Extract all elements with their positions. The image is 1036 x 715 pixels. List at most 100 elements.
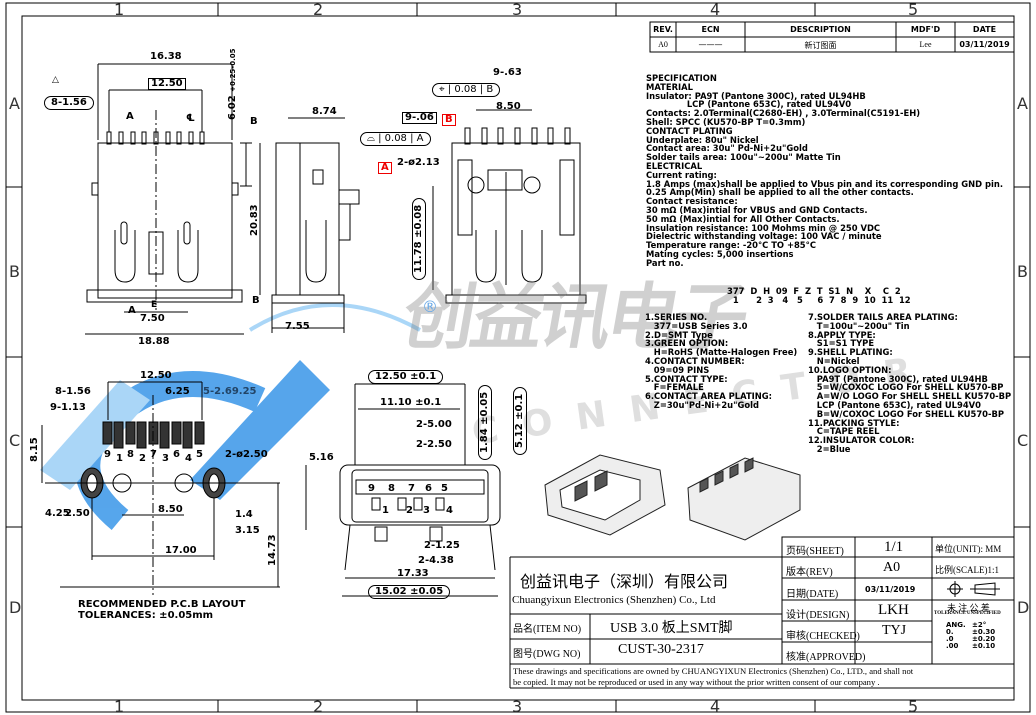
part-number-index: 1 2 3 4 5 6 7 8 9 10 11 12 (727, 295, 911, 305)
grid-col-1-bottom: 1 (114, 697, 125, 715)
dim-label: 17.33 (397, 568, 429, 579)
iso-view-2 (687, 457, 801, 541)
dim-label: 16.38 (150, 51, 182, 62)
rev-cell: Lee (919, 40, 932, 49)
tol-val: ±0.30 (972, 628, 996, 636)
item-label: 品名(ITEM NO) (513, 624, 582, 635)
tolerance-value: 0.08 (384, 133, 407, 144)
dim-tol-plus: +0.25 (229, 68, 237, 92)
position-icon: ⌖ (439, 84, 445, 95)
company-name-cn: 创益讯电子（深圳）有限公司 (520, 574, 729, 591)
section-label: B (252, 295, 260, 306)
title-block-lines (509, 536, 1015, 689)
tolerance-table: ANG.±2° 0.±0.30 .0±0.20 .00±0.10 (946, 622, 995, 650)
dim-label: 4.25 (45, 508, 70, 519)
date-label: 日期(DATE) (786, 589, 839, 600)
tol-val: ±2° (972, 621, 987, 629)
grid-row-c: C (9, 431, 21, 450)
design-label: 设计(DESIGN) (786, 610, 850, 621)
pin-number: 6 (425, 483, 432, 494)
front-view (85, 63, 252, 335)
dim-label: 15.02 ±0.05 (368, 585, 451, 599)
grid-col-3: 3 (512, 0, 523, 19)
grid-col-2-bottom: 2 (313, 697, 324, 715)
face-view (305, 383, 501, 597)
pin-number: 3 (423, 505, 430, 516)
tol-key: 0. (946, 628, 954, 636)
pin-number: 7 (150, 449, 157, 460)
dim-label-vertical: 11.78 ±0.08 (412, 197, 426, 280)
pin-number: 3 (162, 453, 169, 464)
pin-number: 8 (127, 449, 134, 460)
grid-col-5-bottom: 5 (908, 697, 919, 715)
grid-row-d-right: D (1017, 598, 1030, 617)
grid-row-a: A (9, 94, 20, 113)
rev-cell: A0 (658, 40, 668, 49)
dim-label: 8.50 (496, 101, 521, 112)
front-pins (106, 131, 205, 145)
dim-label: 17.00 (165, 545, 197, 556)
pin-number: 6 (173, 449, 180, 460)
pin-number: 8 (388, 483, 395, 494)
rev-header-date: DATE (972, 25, 997, 34)
item-value: USB 3.0 板上SMT脚 (610, 621, 733, 636)
dim-value: 6.02 (227, 95, 238, 120)
pcb-layout-tolerance: TOLERANCES: ±0.05mm (78, 610, 214, 621)
dim-label: 8-1.56 (44, 96, 94, 110)
iso-view-1 (544, 454, 666, 536)
rev-header-ecn: ECN (701, 25, 720, 34)
disclaimer-line-2: be copied. It may not be reproduced or u… (513, 677, 880, 687)
dim-label: 9-.63 (493, 67, 522, 78)
pin-number: 1 (116, 453, 123, 464)
part-options-right: 7.SOLDER TAILS AREA PLATING: T=100u"~200… (808, 312, 1012, 454)
tolerance-value: 0.08 (454, 84, 477, 95)
section-label: A (128, 305, 136, 316)
rev-cell: 新订图面 (804, 41, 837, 50)
tolerance-cn: 未 注 公 差 (947, 603, 990, 613)
dim-label: 2-1.25 (424, 540, 460, 551)
rev-header-description: DESCRIPTION (790, 25, 851, 34)
dim-label-vertical: 20.83 (249, 204, 260, 236)
pin-number: 7 (408, 483, 415, 494)
revision-table-lines (649, 21, 1015, 53)
inner-frame (21, 15, 1015, 701)
dim-label: 12.50 ±0.1 (368, 370, 444, 384)
dim-label: 7.50 (140, 313, 165, 324)
grid-col-2: 2 (313, 0, 324, 19)
grid-col-5: 5 (908, 0, 919, 19)
dim-label: 2-5.00 (416, 419, 452, 430)
tol-val: ±0.10 (972, 642, 996, 650)
dim-label-vertical: 8.15 (29, 437, 40, 462)
note-triangle-icon: △ (52, 75, 59, 85)
centerline-label: ℄ (186, 113, 195, 124)
tol-key: .0 (946, 635, 954, 643)
dim-label: 9-1.13 (50, 402, 86, 413)
grid-row-b: B (9, 262, 20, 281)
tol-key: .00 (946, 642, 959, 650)
note-label: E (151, 300, 158, 310)
dim-label: 12.50 (140, 370, 172, 381)
checked-label: 审核(CHECKED) (786, 631, 860, 642)
rev-cell: ——— (698, 40, 723, 49)
dim-label: 2-ø2.50 (225, 449, 268, 460)
dim-label-vertical: 1.84 ±0.05 (478, 384, 492, 460)
dim-label: 12.50 (148, 78, 186, 90)
pin-number: 4 (185, 453, 192, 464)
geometric-tolerance-frame: ⌓ | 0.08 | A (360, 132, 431, 146)
pcb-layout-view (41, 381, 280, 595)
dim-label: 2.50 (65, 508, 90, 519)
dim-label: 3.15 (235, 525, 260, 536)
dwg-label: 图号(DWG NO) (513, 649, 581, 660)
rear-view (432, 109, 587, 304)
unit-label: 单位(UNIT): MM (935, 544, 1002, 554)
dim-label: 7.55 (285, 321, 310, 332)
grid-col-1: 1 (114, 0, 125, 19)
registered-mark: ® (422, 297, 438, 316)
dim-label: 6.25 (165, 386, 190, 397)
dim-label: 9-.06 (402, 112, 437, 124)
dim-label: 5.16 (309, 452, 334, 463)
pin-number: 4 (446, 505, 453, 516)
company-name-en: Chuangyixun Electronics (Shenzhen) Co., … (512, 594, 716, 606)
rev-cell: 03/11/2019 (959, 40, 1010, 49)
